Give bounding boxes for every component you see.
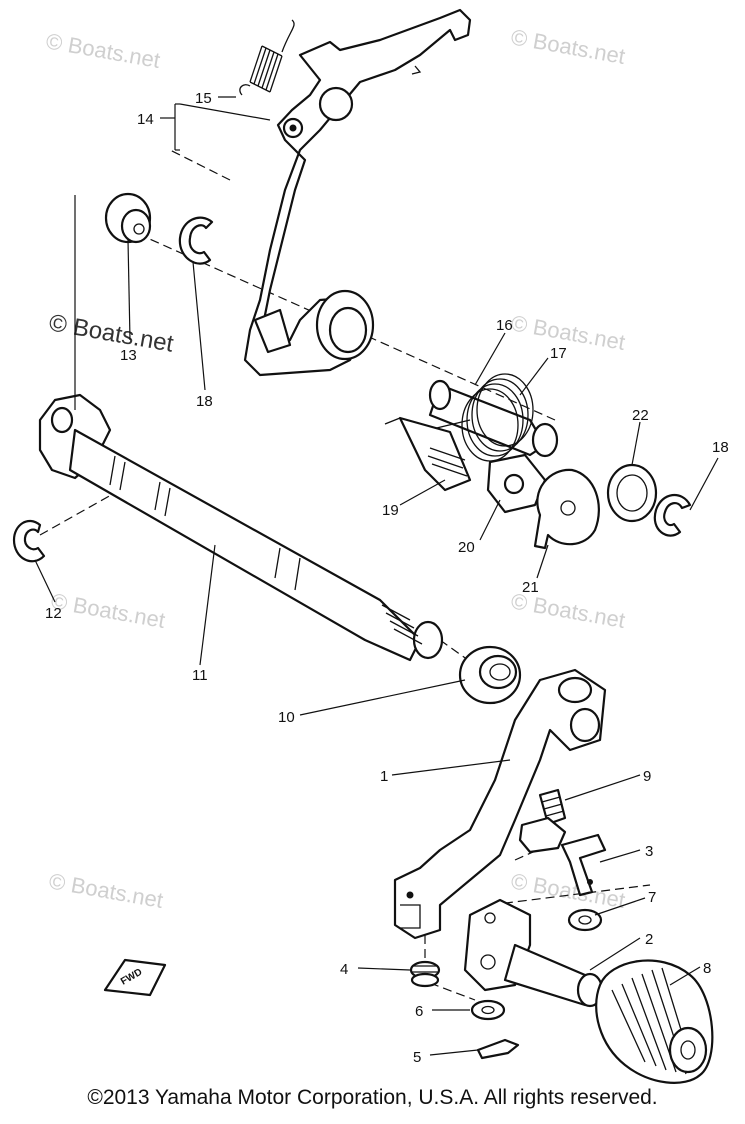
callout-4: 4 [340,961,348,978]
washer-6 [470,999,506,1021]
callout-21: 21 [522,579,539,596]
spring-nut-4 [409,960,441,988]
callout-17: 17 [550,345,567,362]
callout-1: 1 [380,768,388,785]
shift-arm-1 [393,668,607,940]
alignment-lines [39,149,651,1001]
watermark-center: © Boats.net [47,309,176,357]
copyright-footer: ©2013 Yamaha Motor Corporation, U.S.A. A… [87,1086,658,1109]
fwd-arrow-badge: FWD [103,958,167,997]
plate-21 [533,468,600,550]
callout-19: 19 [382,502,399,519]
callout-22: 22 [632,407,649,424]
callout-13: 13 [120,347,137,364]
callout-9: 9 [643,768,651,785]
pin-3 [560,833,607,897]
watermark: © Boats.net [49,588,167,633]
watermark: © Boats.net [44,28,162,73]
nut-20 [486,453,547,514]
callout-16: 16 [496,317,513,334]
callout-6: 6 [415,1003,423,1020]
callout-18-upper: 18 [196,393,213,410]
callout-20: 20 [458,539,475,556]
watermark: © Boats.net [509,310,627,355]
callout-11: 11 [192,667,208,684]
circlip-12 [12,519,46,563]
callout-15: 15 [195,90,212,107]
circlip-18-right [653,494,692,537]
callout-2: 2 [645,931,653,948]
oil-seal-10 [458,645,522,705]
watermark: © Boats.net [47,868,165,913]
callout-18-right: 18 [712,439,729,456]
pedal-shaft-2 [463,898,604,1008]
callout-labels: 15 14 13 18 16 17 22 18 19 20 21 12 11 1… [45,90,729,1066]
bolt-9 [518,788,567,854]
cotter-pin-5 [476,1038,520,1060]
collar-13 [104,192,152,244]
watermark: © Boats.net [509,24,627,69]
callout-7: 7 [648,889,656,906]
callout-12: 12 [45,605,62,622]
shift-bracket-14 [243,8,472,377]
washer-22 [606,463,658,523]
callout-8: 8 [703,960,711,977]
pedal-rubber-8 [595,959,714,1084]
circlip-18-upper [178,216,214,265]
spring-15 [239,19,295,96]
stud-bolt-19 [384,416,472,492]
callout-3: 3 [645,843,653,860]
callout-14: 14 [137,111,154,128]
shift-shaft-11 [38,393,444,662]
callout-10: 10 [278,709,295,726]
leader-lines [34,96,719,1056]
washer-7 [567,908,603,932]
callout-5: 5 [413,1049,421,1066]
